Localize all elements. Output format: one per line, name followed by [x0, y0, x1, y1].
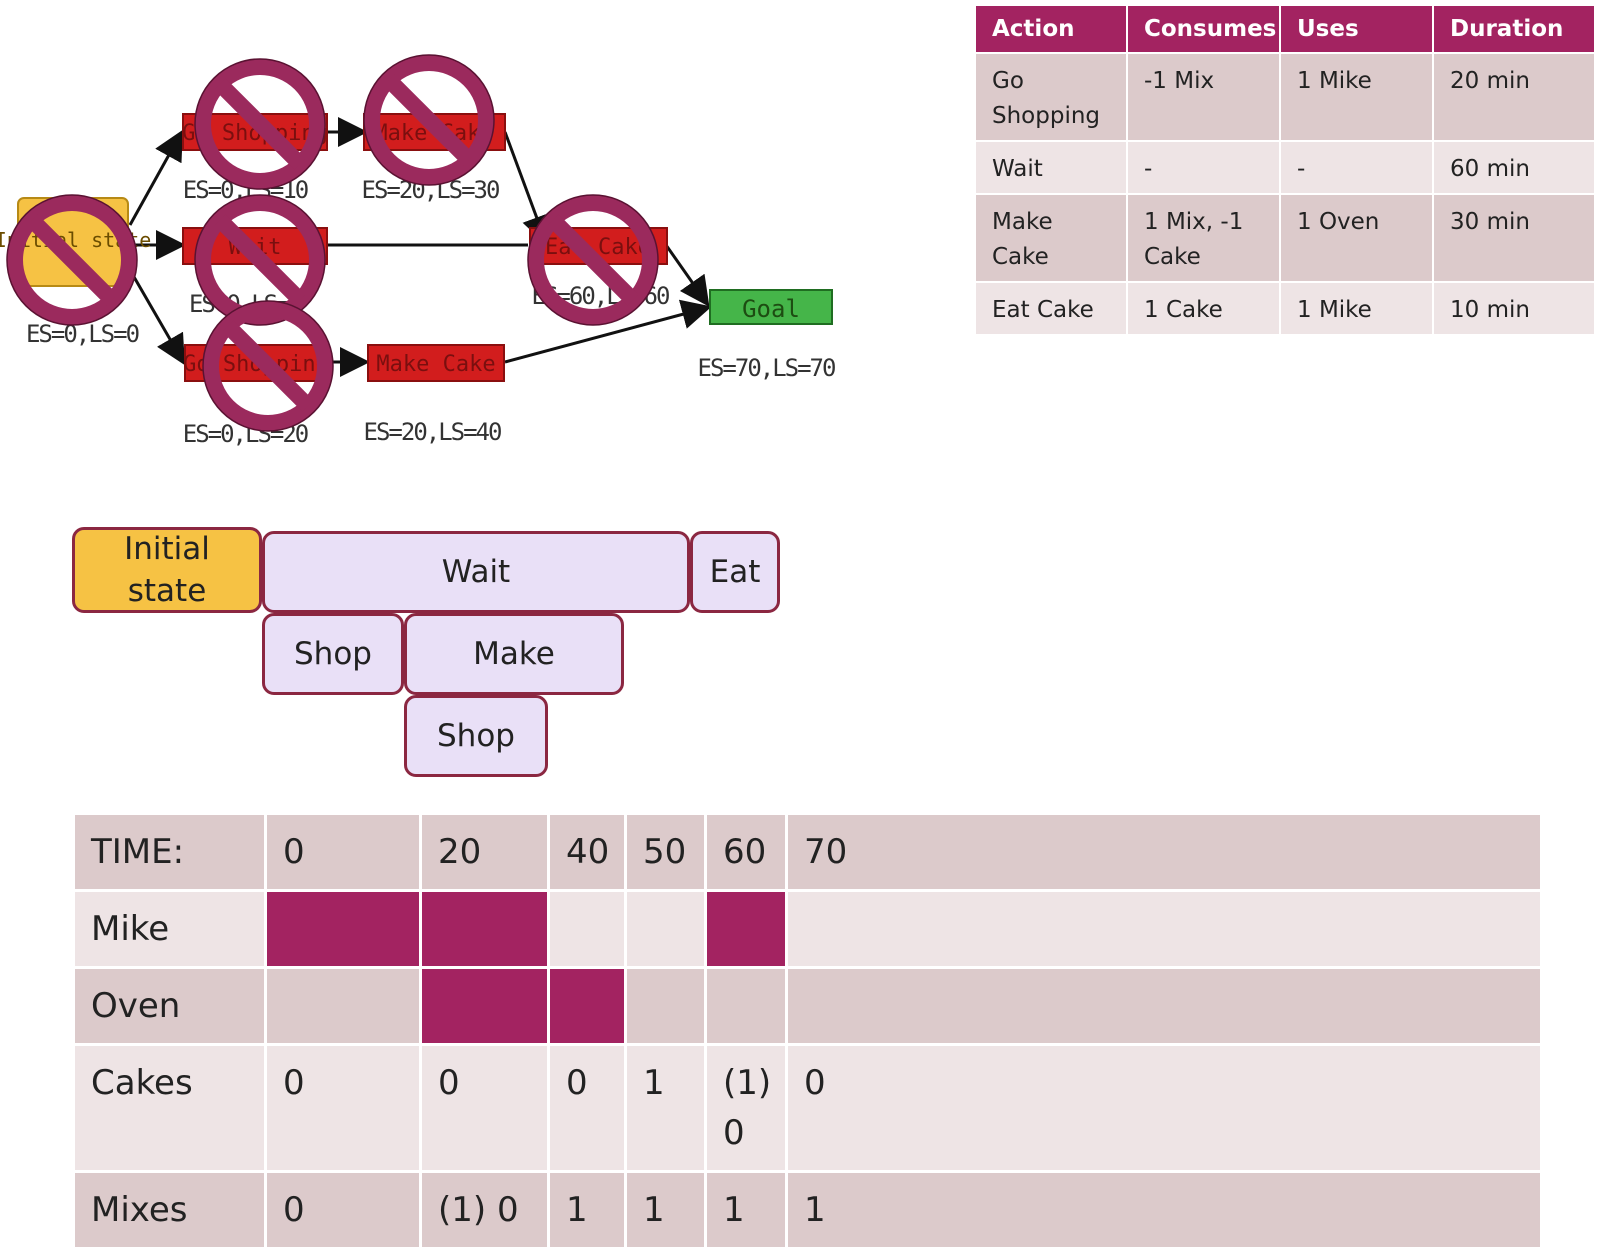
- table-row: Make Cake 1 Mix, -1 Cake 1 Oven 30 min: [974, 193, 1596, 283]
- time-cell: 20: [419, 812, 550, 892]
- schedule-make: Make: [404, 613, 624, 695]
- oven-free-cell: [264, 966, 422, 1046]
- oven-free-cell: [704, 966, 788, 1046]
- row-label-cakes: Cakes: [72, 1043, 267, 1173]
- schedule-make-label: Make: [473, 636, 555, 672]
- header-uses: Uses: [1279, 4, 1434, 54]
- row-label-time: TIME:: [72, 812, 267, 892]
- action-table-header: Action Consumes Uses Duration: [974, 4, 1596, 54]
- mixes-cell: 1: [785, 1170, 1543, 1250]
- mike-busy-cell: [704, 889, 788, 969]
- schedule-wait-label: Wait: [441, 554, 511, 590]
- table-row: Wait - - 60 min: [974, 140, 1596, 195]
- edge-initial-shop-bottom: [128, 269, 186, 366]
- mike-free-cell: [624, 889, 707, 969]
- cakes-cell: 0: [785, 1043, 1543, 1173]
- cakes-cell: (1) 0: [704, 1043, 788, 1173]
- timeline-row-cakes: Cakes 0 0 0 1 (1) 0 0: [72, 1043, 1543, 1173]
- time-cell: 50: [624, 812, 707, 892]
- network-edges: [128, 117, 712, 377]
- edge-initial-shop-top: [128, 129, 183, 226]
- table-row: Go Shopping -1 Mix 1 Mike 20 min: [974, 52, 1596, 142]
- schedule-eat-label: Eat: [709, 554, 761, 590]
- mixes-cell: (1) 0: [419, 1170, 550, 1250]
- mixes-cell: 1: [704, 1170, 788, 1250]
- edge-make-bottom-goal: [504, 299, 712, 364]
- schedule-eat: Eat: [690, 531, 780, 613]
- cell-consumes: -: [1126, 140, 1281, 195]
- cell-consumes: -1 Mix: [1126, 52, 1281, 142]
- cell-uses: 1 Oven: [1279, 193, 1434, 283]
- oven-busy-cell: [547, 966, 627, 1046]
- oven-busy-cell: [419, 966, 550, 1046]
- cell-action: Go Shopping: [974, 52, 1128, 142]
- mike-free-cell: [785, 889, 1543, 969]
- es-label-goal: ES=70,LS=70: [698, 354, 835, 382]
- schedule-initial-label: Initial state: [124, 531, 210, 609]
- row-label-mixes: Mixes: [72, 1170, 267, 1250]
- header-consumes: Consumes: [1126, 4, 1281, 54]
- mixes-cell: 0: [264, 1170, 422, 1250]
- es-label-make-bottom: ES=20,LS=40: [364, 418, 501, 446]
- cakes-cell: 1: [624, 1043, 707, 1173]
- timeline-row-mike: Mike: [72, 889, 1543, 969]
- time-cell: 0: [264, 812, 422, 892]
- schedule-shop-2: Shop: [404, 695, 548, 777]
- node-make-bottom-label: Make Cake: [376, 352, 495, 377]
- cakes-cell: 0: [419, 1043, 550, 1173]
- resource-timeline-table: TIME: 0 20 40 50 60 70 Mike Oven: [72, 812, 1543, 1250]
- timeline-row-time: TIME: 0 20 40 50 60 70: [72, 812, 1543, 892]
- schedule-wait: Wait: [262, 531, 690, 613]
- mike-busy-cell: [264, 889, 422, 969]
- time-cell: 40: [547, 812, 627, 892]
- cell-duration: 60 min: [1432, 140, 1596, 195]
- mike-busy-cell: [419, 889, 550, 969]
- node-goal: Goal: [709, 289, 833, 325]
- timeline-row-mixes: Mixes 0 (1) 0 1 1 1 1: [72, 1170, 1543, 1250]
- oven-free-cell: [624, 966, 707, 1046]
- schedule-shop-1-label: Shop: [294, 636, 372, 672]
- cell-action: Eat Cake: [974, 281, 1128, 336]
- cell-duration: 20 min: [1432, 52, 1596, 142]
- time-cell: 70: [785, 812, 1543, 892]
- schedule-shop-1: Shop: [262, 613, 404, 695]
- cell-duration: 10 min: [1432, 281, 1596, 336]
- cell-uses: 1 Mike: [1279, 281, 1434, 336]
- table-row: Eat Cake 1 Cake 1 Mike 10 min: [974, 281, 1596, 336]
- mixes-cell: 1: [624, 1170, 707, 1250]
- mixes-cell: 1: [547, 1170, 627, 1250]
- header-action: Action: [974, 4, 1128, 54]
- edge-make-top-eat: [503, 131, 551, 246]
- node-goal-label: Goal: [742, 295, 800, 323]
- cakes-cell: 0: [547, 1043, 627, 1173]
- edge-eat-goal: [664, 244, 710, 307]
- row-label-mike: Mike: [72, 889, 267, 969]
- timeline-row-oven: Oven: [72, 966, 1543, 1046]
- cell-uses: -: [1279, 140, 1434, 195]
- header-duration: Duration: [1432, 4, 1596, 54]
- cakes-cell: 0: [264, 1043, 422, 1173]
- time-cell: 60: [704, 812, 788, 892]
- row-label-oven: Oven: [72, 966, 267, 1046]
- cell-action: Make Cake: [974, 193, 1128, 283]
- node-make-bottom: Make Cake: [367, 344, 505, 382]
- mike-free-cell: [547, 889, 627, 969]
- plan-network-diagram: Initial state Go Shopping Make Cake Wait…: [0, 40, 837, 448]
- slide: Initial state Go Shopping Make Cake Wait…: [0, 4, 1596, 1250]
- cell-action: Wait: [974, 140, 1128, 195]
- oven-free-cell: [785, 966, 1543, 1046]
- cell-uses: 1 Mike: [1279, 52, 1434, 142]
- schedule-shop-2-label: Shop: [437, 718, 515, 754]
- cell-duration: 30 min: [1432, 193, 1596, 283]
- action-table: Action Consumes Uses Duration Go Shoppin…: [974, 4, 1596, 336]
- cell-consumes: 1 Cake: [1126, 281, 1281, 336]
- schedule-initial-state: Initial state: [72, 527, 262, 613]
- cell-consumes: 1 Mix, -1 Cake: [1126, 193, 1281, 283]
